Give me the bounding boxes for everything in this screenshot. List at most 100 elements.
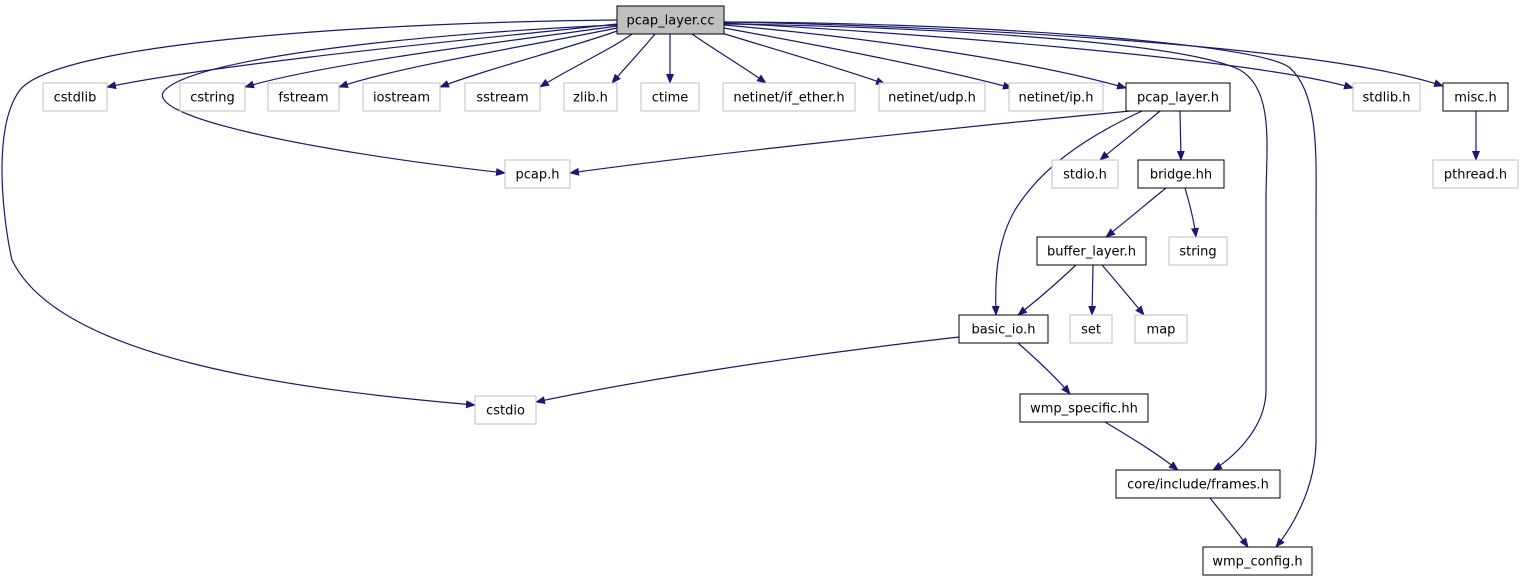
node-label: ctime [652, 91, 689, 106]
edge-buffer_layer_h-to-map [1101, 264, 1145, 316]
node-ctime[interactable]: ctime [640, 82, 700, 112]
node-cstring[interactable]: cstring [179, 82, 246, 112]
node-box [1134, 314, 1188, 344]
edge-buffer_layer_h-to-basic_io_h [1017, 264, 1077, 316]
node-map[interactable]: map [1134, 314, 1188, 344]
node-stdio_h[interactable]: stdio.h [1051, 159, 1119, 189]
node-cstdio[interactable]: cstdio [474, 395, 537, 425]
edge-pcap_layer_cc-to-sstream [539, 33, 633, 88]
node-iostream[interactable]: iostream [362, 82, 441, 112]
node-box [1432, 159, 1519, 189]
node-label: cstdio [486, 404, 525, 419]
node-box [1051, 159, 1119, 189]
edge-pcap_layer_cc-to-cstring [244, 25, 618, 89]
node-buffer_layer_h[interactable]: buffer_layer.h [1036, 236, 1147, 266]
node-box [464, 82, 541, 112]
node-set[interactable]: set [1069, 314, 1113, 344]
node-misc_h[interactable]: misc.h [1442, 82, 1509, 112]
node-box [640, 82, 700, 112]
node-box [616, 5, 725, 35]
node-label: pthread.h [1444, 168, 1507, 183]
node-label: wmp_specific.hh [1030, 402, 1138, 417]
node-pcap_layer_h[interactable]: pcap_layer.h [1125, 82, 1231, 112]
node-label: netinet/udp.h [888, 91, 976, 106]
node-box [1019, 393, 1149, 423]
node-label: string [1179, 245, 1216, 260]
node-label: cstdlib [54, 91, 97, 106]
node-label: buffer_layer.h [1047, 245, 1136, 260]
node-box [1069, 314, 1113, 344]
node-netinet_udp_h[interactable]: netinet/udp.h [878, 82, 986, 112]
node-label: core/include/frames.h [1127, 478, 1269, 493]
node-label: pcap_layer.cc [627, 14, 715, 29]
edge-pcap_layer_h-to-stdio_h [1099, 110, 1161, 161]
node-core_include_frames_h[interactable]: core/include/frames.h [1115, 469, 1281, 499]
edge-pcap_layer_cc-to-cstdio [1, 19, 618, 409]
node-box [267, 82, 340, 112]
node-label: iostream [373, 91, 430, 106]
node-basic_io_h[interactable]: basic_io.h [958, 314, 1049, 344]
node-netinet_if_ether_h[interactable]: netinet/if_ether.h [722, 82, 856, 112]
node-box [1115, 469, 1281, 499]
node-label: stdio.h [1063, 168, 1107, 183]
node-box [362, 82, 441, 112]
edge-pcap_layer_cc-to-misc_h [723, 21, 1444, 87]
node-box [878, 82, 986, 112]
edge-pcap_layer_cc-to-cstdlib [106, 23, 618, 90]
edge-bridge_hh-to-string [1184, 187, 1199, 238]
node-pthread_h[interactable]: pthread.h [1432, 159, 1519, 189]
node-stdlib_h[interactable]: stdlib.h [1352, 82, 1421, 112]
node-sstream[interactable]: sstream [464, 82, 541, 112]
edge-core_include_frames_h-to-wmp_config_h [1209, 497, 1249, 548]
node-box [1352, 82, 1421, 112]
node-fstream[interactable]: fstream [267, 82, 340, 112]
node-wmp_specific_hh[interactable]: wmp_specific.hh [1019, 393, 1149, 423]
node-label: map [1147, 323, 1176, 338]
node-cstdlib[interactable]: cstdlib [42, 82, 108, 112]
node-box [722, 82, 856, 112]
node-netinet_ip_h[interactable]: netinet/ip.h [1008, 82, 1104, 112]
edge-pcap_layer_cc-to-fstream [338, 27, 618, 88]
edge-pcap_layer_cc-to-netinet_udp_h [714, 30, 886, 85]
edge-pcap_layer_cc-to-netinet_if_ether_h [691, 33, 767, 84]
node-bridge_hh[interactable]: bridge.hh [1137, 159, 1225, 189]
node-box [1442, 82, 1509, 112]
node-box [1125, 82, 1231, 112]
node-label: misc.h [1454, 91, 1497, 106]
node-label: set [1081, 323, 1101, 338]
edge-basic_io_h-to-cstdio [535, 336, 960, 405]
node-wmp_config_h[interactable]: wmp_config.h [1202, 546, 1313, 576]
edge-pcap_layer_cc-to-pcap_layer_h [723, 24, 1127, 90]
node-box [1036, 236, 1147, 266]
node-string[interactable]: string [1168, 236, 1228, 266]
node-box [1008, 82, 1104, 112]
node-label: netinet/ip.h [1019, 91, 1094, 106]
node-zlib_h[interactable]: zlib.h [563, 82, 618, 112]
edge-pcap_layer_h-to-basic_io_h [991, 110, 1143, 316]
node-box [504, 159, 571, 189]
node-label: bridge.hh [1150, 168, 1212, 183]
node-box [1137, 159, 1225, 189]
edge-pcap_layer_h-to-bridge_hh [1176, 110, 1185, 161]
edge-pcap_layer_h-to-pcap_h [569, 110, 1131, 176]
edge-pcap_layer_cc-to-iostream [439, 29, 621, 88]
node-pcap_layer_cc: pcap_layer.cc [616, 5, 725, 35]
edge-pcap_layer_cc-to-zlib_h [611, 33, 656, 84]
edge-pcap_layer_cc-to-stdlib_h [723, 22, 1354, 90]
edge-basic_io_h-to-wmp_specific_hh [1017, 342, 1071, 395]
node-box [474, 395, 537, 425]
node-label: zlib.h [573, 91, 608, 106]
edge-buffer_layer_h-to-set [1088, 264, 1097, 316]
node-label: fstream [278, 91, 328, 106]
node-label: pcap_layer.h [1137, 91, 1219, 106]
edge-pcap_layer_cc-to-core_include_frames_h [723, 23, 1268, 471]
node-pcap_h[interactable]: pcap.h [504, 159, 571, 189]
node-box [1202, 546, 1313, 576]
node-label: netinet/if_ether.h [733, 91, 844, 106]
node-label: stdlib.h [1363, 91, 1411, 106]
node-label: wmp_config.h [1212, 555, 1302, 570]
edges-layer [1, 19, 1480, 548]
node-label: sstream [476, 91, 528, 106]
